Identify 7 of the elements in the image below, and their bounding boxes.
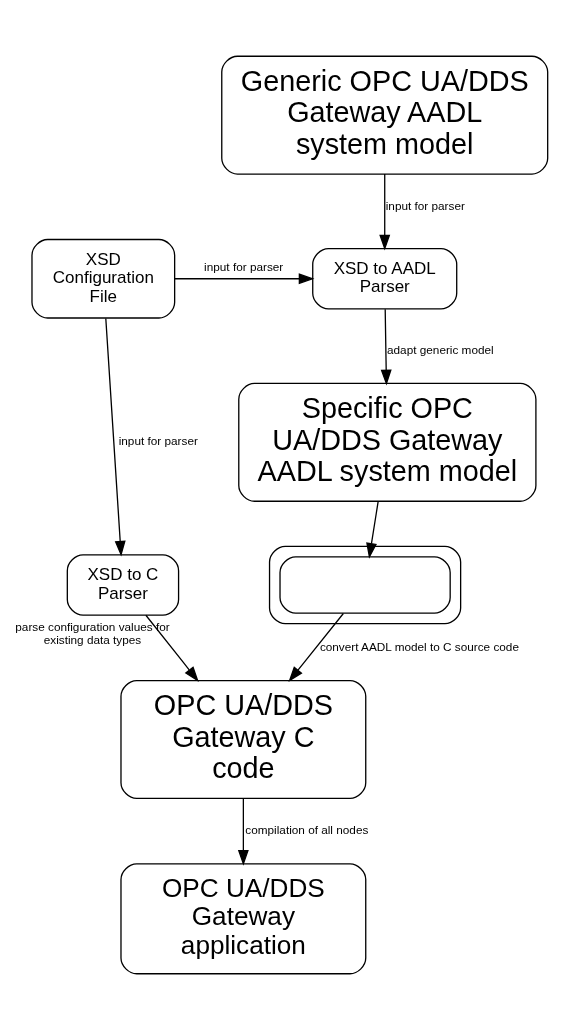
- edge-label: input for parser: [204, 260, 284, 274]
- edge-label: convert AADL model to C source code: [319, 639, 519, 653]
- edge-label: input for parser: [118, 434, 198, 448]
- edge-label: input for parser: [385, 198, 465, 212]
- edge-label: compilation of all nodes: [245, 822, 369, 836]
- edge-label: adapt generic model: [387, 342, 494, 356]
- edge-label: parse configuration values for existing data types: [15, 620, 170, 647]
